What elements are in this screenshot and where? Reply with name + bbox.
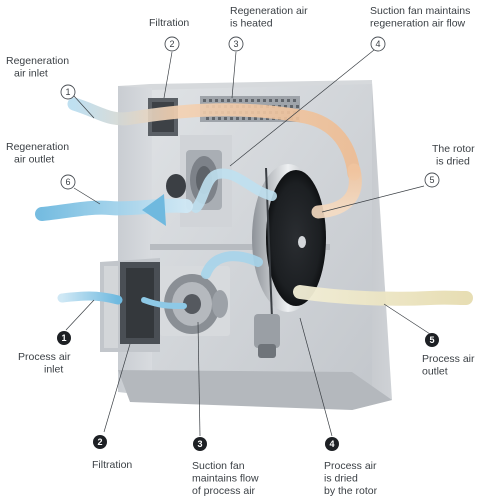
grille-slot (215, 99, 218, 102)
rotor (252, 164, 326, 358)
leader-regen-6 (73, 187, 101, 205)
leader-regen-3 (231, 51, 237, 99)
grille-slot (206, 117, 209, 120)
callout-regen-4-label: Suction fan maintains regeneration air f… (370, 5, 473, 30)
rotor-motor (254, 314, 280, 348)
grille-slot (263, 99, 266, 102)
callout-regen-2: 2 Filtration (149, 17, 189, 52)
leader-process-2 (103, 343, 131, 433)
grille-slot (257, 99, 260, 102)
process-air-inlet-flow (57, 291, 123, 305)
grille-slot (260, 117, 263, 120)
housing (100, 80, 392, 410)
callout-process-3-number: 3 (197, 439, 202, 449)
process-air-outlet-flow (293, 285, 473, 306)
callout-regen-1-label: Regeneration air inlet (6, 55, 72, 80)
leader-process-5 (383, 303, 431, 335)
callout-regen-4-number: 4 (375, 39, 380, 49)
callout-process-1-label: Process air inlet (18, 351, 73, 376)
leader-process-1 (65, 299, 95, 331)
process-air-filter-flow (141, 297, 187, 309)
callout-process-1-number: 1 (61, 333, 66, 343)
grille-slot (212, 117, 215, 120)
callout-regen-6-label: Regeneration air outlet (6, 141, 72, 166)
callout-process-4-label: Process air is dried by the rotor (324, 460, 379, 497)
grille-slot (203, 99, 206, 102)
grille-slot (287, 99, 290, 102)
leader-regen-4 (229, 49, 375, 167)
callout-regen-5-number: 5 (429, 175, 434, 185)
regeneration-air-inlet-flow (67, 97, 361, 181)
callout-process-4: 4 Process air is dried by the rotor (324, 437, 379, 497)
housing-top (118, 80, 372, 92)
grille-slot (221, 99, 224, 102)
process-air-fan-flow (201, 251, 263, 279)
grille-slot (245, 99, 248, 102)
grille-slot (251, 99, 254, 102)
grille-slot (266, 117, 269, 120)
grille-slot (209, 99, 212, 102)
callout-regen-5-label: The rotor is dried (432, 143, 478, 168)
rotor-face (266, 170, 326, 306)
callout-process-5-label: Process air outlet (422, 353, 477, 378)
grille-slot (248, 117, 251, 120)
callout-regen-2-label: Filtration (149, 17, 189, 29)
process-fan (160, 266, 230, 336)
callout-process-4-number: 4 (329, 439, 334, 449)
callout-process-2-number: 2 (97, 437, 102, 447)
regeneration-air-return-flow (191, 168, 277, 213)
grille-slot (236, 117, 239, 120)
grille-slot (239, 99, 242, 102)
grille-slot (218, 117, 221, 120)
grille-slot (290, 105, 293, 108)
callout-regen-6-number: 6 (65, 177, 70, 187)
grille-slot (296, 105, 299, 108)
callout-regen-3-label: Regeneration air is heated (230, 5, 311, 30)
callout-process-2-label: Filtration (92, 459, 132, 471)
grille-slot (293, 99, 296, 102)
callout-regen-4: 4 Suction fan maintains regeneration air… (370, 5, 473, 52)
callout-regen-3: 3 Regeneration air is heated (228, 5, 311, 52)
grille-slot (242, 117, 245, 120)
grille-slot (281, 99, 284, 102)
callout-process-5: 5 Process air outlet (422, 333, 477, 378)
grille-slot (227, 99, 230, 102)
housing-base (118, 370, 392, 410)
grille-slot (224, 117, 227, 120)
leader-lines (65, 49, 431, 437)
grille-slot (284, 105, 287, 108)
leader-process-4 (299, 317, 333, 437)
callout-regen-6: 6 Regeneration air outlet (6, 141, 76, 190)
rotor-hub (298, 236, 306, 248)
callout-regen-2-number: 2 (169, 39, 174, 49)
callout-regen-5: 5 The rotor is dried (424, 143, 478, 188)
leader-process-3 (197, 321, 201, 437)
grille-slot (269, 99, 272, 102)
callout-regen-1-number: 1 (65, 87, 70, 97)
callout-regen-1: 1 Regeneration air inlet (6, 55, 76, 100)
callout-process-3-label: Suction fan maintains flow of process ai… (192, 460, 261, 497)
callout-process-2: 2 Filtration (92, 435, 132, 471)
process-inlet-box-face (104, 266, 118, 348)
callout-process-1: 1 Process air inlet (18, 331, 73, 376)
callout-regen-3-number: 3 (233, 39, 238, 49)
callout-process-3: 3 Suction fan maintains flow of process … (192, 437, 261, 497)
grille-slot (233, 99, 236, 102)
inner-shelf (150, 244, 330, 250)
leader-regen-1 (73, 95, 95, 119)
leader-regen-2 (163, 51, 173, 99)
grille-slot (230, 117, 233, 120)
leader-regen-5 (321, 185, 425, 213)
regeneration-outlet-arrowhead (142, 194, 166, 226)
grille-slot (275, 99, 278, 102)
callout-process-5-number: 5 (429, 335, 434, 345)
grille-slot (254, 117, 257, 120)
